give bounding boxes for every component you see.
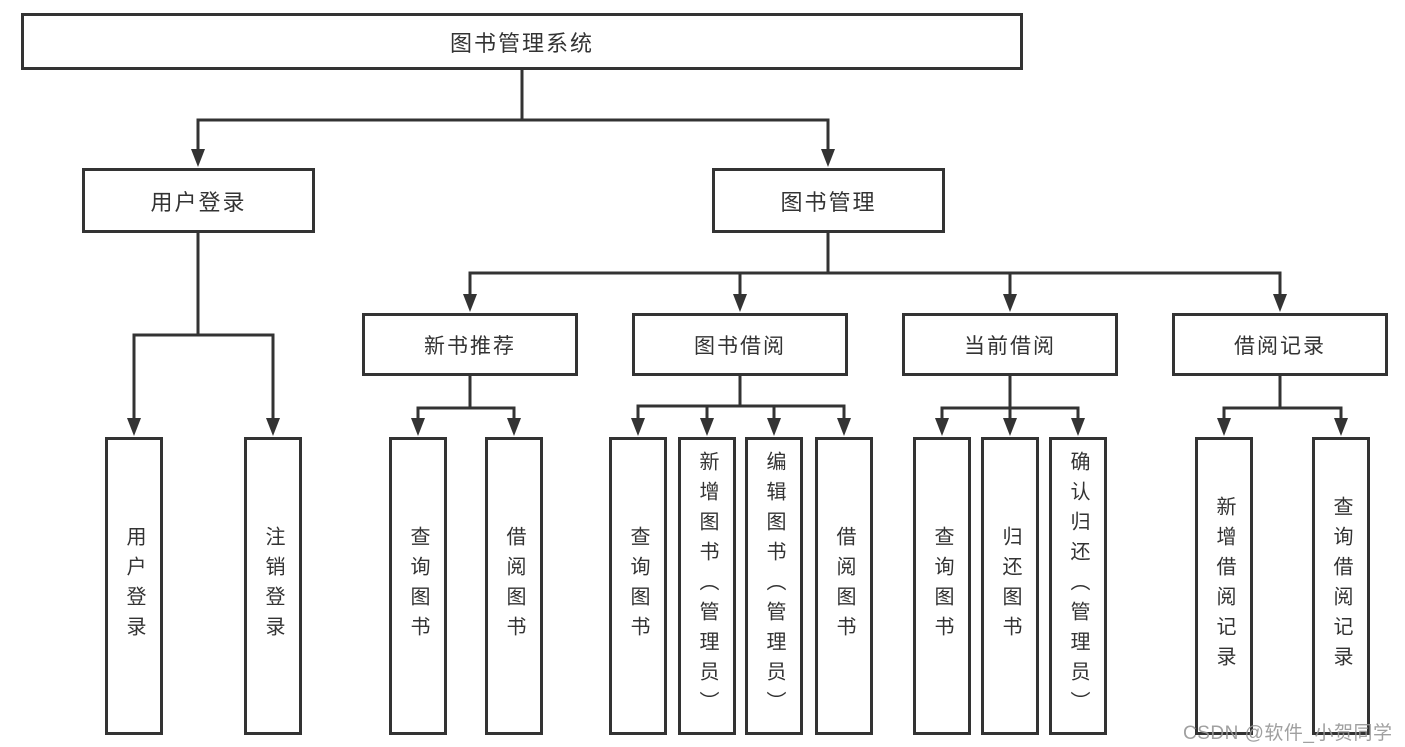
node-label: 图书管理 <box>780 189 877 215</box>
node-label: 用户登录 <box>150 189 247 215</box>
leaf-label: 查询借阅记录 <box>1330 496 1352 676</box>
leaf-add-books-admin: 新增图书（管理员） <box>678 437 736 735</box>
node-user-login: 用户登录 <box>82 168 315 233</box>
leaf-label: 新增图书（管理员） <box>696 451 718 721</box>
leaf-search-books-borrowing: 查询图书 <box>609 437 667 735</box>
leaf-label: 确认归还（管理员） <box>1067 451 1089 721</box>
node-book-borrowing: 图书借阅 <box>632 313 848 376</box>
node-label: 借阅记录 <box>1234 334 1326 358</box>
leaf-return-books: 归还图书 <box>981 437 1039 735</box>
leaf-borrow-books-recommend: 借阅图书 <box>485 437 543 735</box>
leaf-search-books-recommend: 查询图书 <box>389 437 447 735</box>
leaf-edit-books-admin: 编辑图书（管理员） <box>745 437 803 735</box>
leaf-label: 查询图书 <box>627 526 649 646</box>
leaf-add-borrow-record: 新增借阅记录 <box>1195 437 1253 735</box>
leaf-search-borrow-record: 查询借阅记录 <box>1312 437 1370 735</box>
node-new-book-recommendation: 新书推荐 <box>362 313 578 376</box>
watermark: CSDN @软件_小贺同学 <box>1183 723 1393 744</box>
leaf-user-login: 用户登录 <box>105 437 163 735</box>
leaf-label: 编辑图书（管理员） <box>763 451 785 721</box>
leaf-label: 查询图书 <box>407 526 429 646</box>
node-borrowing-records: 借阅记录 <box>1172 313 1388 376</box>
leaf-label: 新增借阅记录 <box>1213 496 1235 676</box>
leaf-label: 归还图书 <box>999 526 1021 646</box>
leaf-borrow-books: 借阅图书 <box>815 437 873 735</box>
leaf-confirm-return-admin: 确认归还（管理员） <box>1049 437 1107 735</box>
leaf-label: 查询图书 <box>931 526 953 646</box>
node-label: 新书推荐 <box>424 334 516 358</box>
node-library-management-system: 图书管理系统 <box>21 13 1023 70</box>
leaf-label: 借阅图书 <box>833 526 855 646</box>
leaf-label: 借阅图书 <box>503 526 525 646</box>
node-book-management: 图书管理 <box>712 168 945 233</box>
leaf-logout: 注销登录 <box>244 437 302 735</box>
node-label: 图书管理系统 <box>449 30 594 56</box>
node-label: 图书借阅 <box>694 334 786 358</box>
leaf-label: 用户登录 <box>123 526 145 646</box>
node-label: 当前借阅 <box>964 334 1056 358</box>
leaf-label: 注销登录 <box>262 526 284 646</box>
node-current-borrowing: 当前借阅 <box>902 313 1118 376</box>
leaf-search-books-current: 查询图书 <box>913 437 971 735</box>
